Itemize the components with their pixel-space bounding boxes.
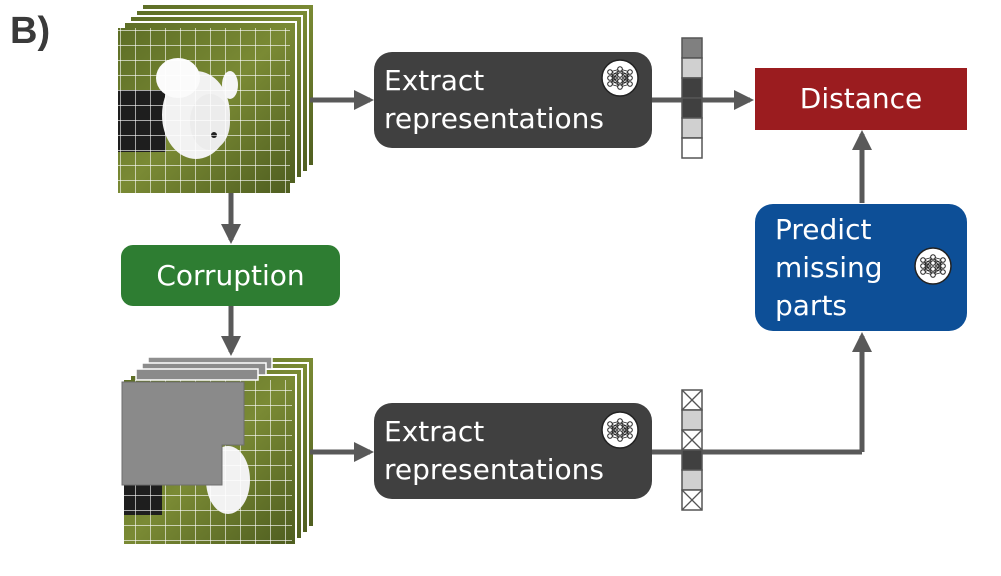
extract-top-label: Extract representations <box>384 64 604 135</box>
predict-missing-parts-box: Predict missing parts <box>755 204 967 331</box>
vector-cell <box>681 77 703 99</box>
vector-cell <box>681 117 703 139</box>
arrows <box>221 90 872 462</box>
distance-box: Distance <box>755 68 967 130</box>
panel-label: B) <box>10 10 51 52</box>
vector-cell <box>681 137 703 159</box>
representation-vector-bottom <box>681 389 703 511</box>
distance-label: Distance <box>799 82 923 115</box>
top-image-stack <box>118 3 315 193</box>
vector-cell <box>681 97 703 119</box>
neural-network-icon <box>601 59 639 97</box>
representation-vector-top <box>681 37 703 159</box>
vector-cell <box>681 37 703 59</box>
vector-cell <box>681 57 703 79</box>
vector-cell <box>681 449 703 471</box>
predict-label: Predict missing parts <box>775 212 883 322</box>
bottom-image-front <box>121 356 292 544</box>
bottom-image-stack <box>121 356 315 546</box>
top-image-front <box>118 28 290 193</box>
corruption-label: Corruption <box>156 258 305 292</box>
neural-network-icon <box>914 247 952 285</box>
extract-bottom-label: Extract representations <box>384 415 604 486</box>
vector-cell <box>681 469 703 491</box>
corruption-box: Corruption <box>121 245 340 306</box>
vector-cell <box>681 409 703 431</box>
neural-network-icon <box>601 411 639 449</box>
